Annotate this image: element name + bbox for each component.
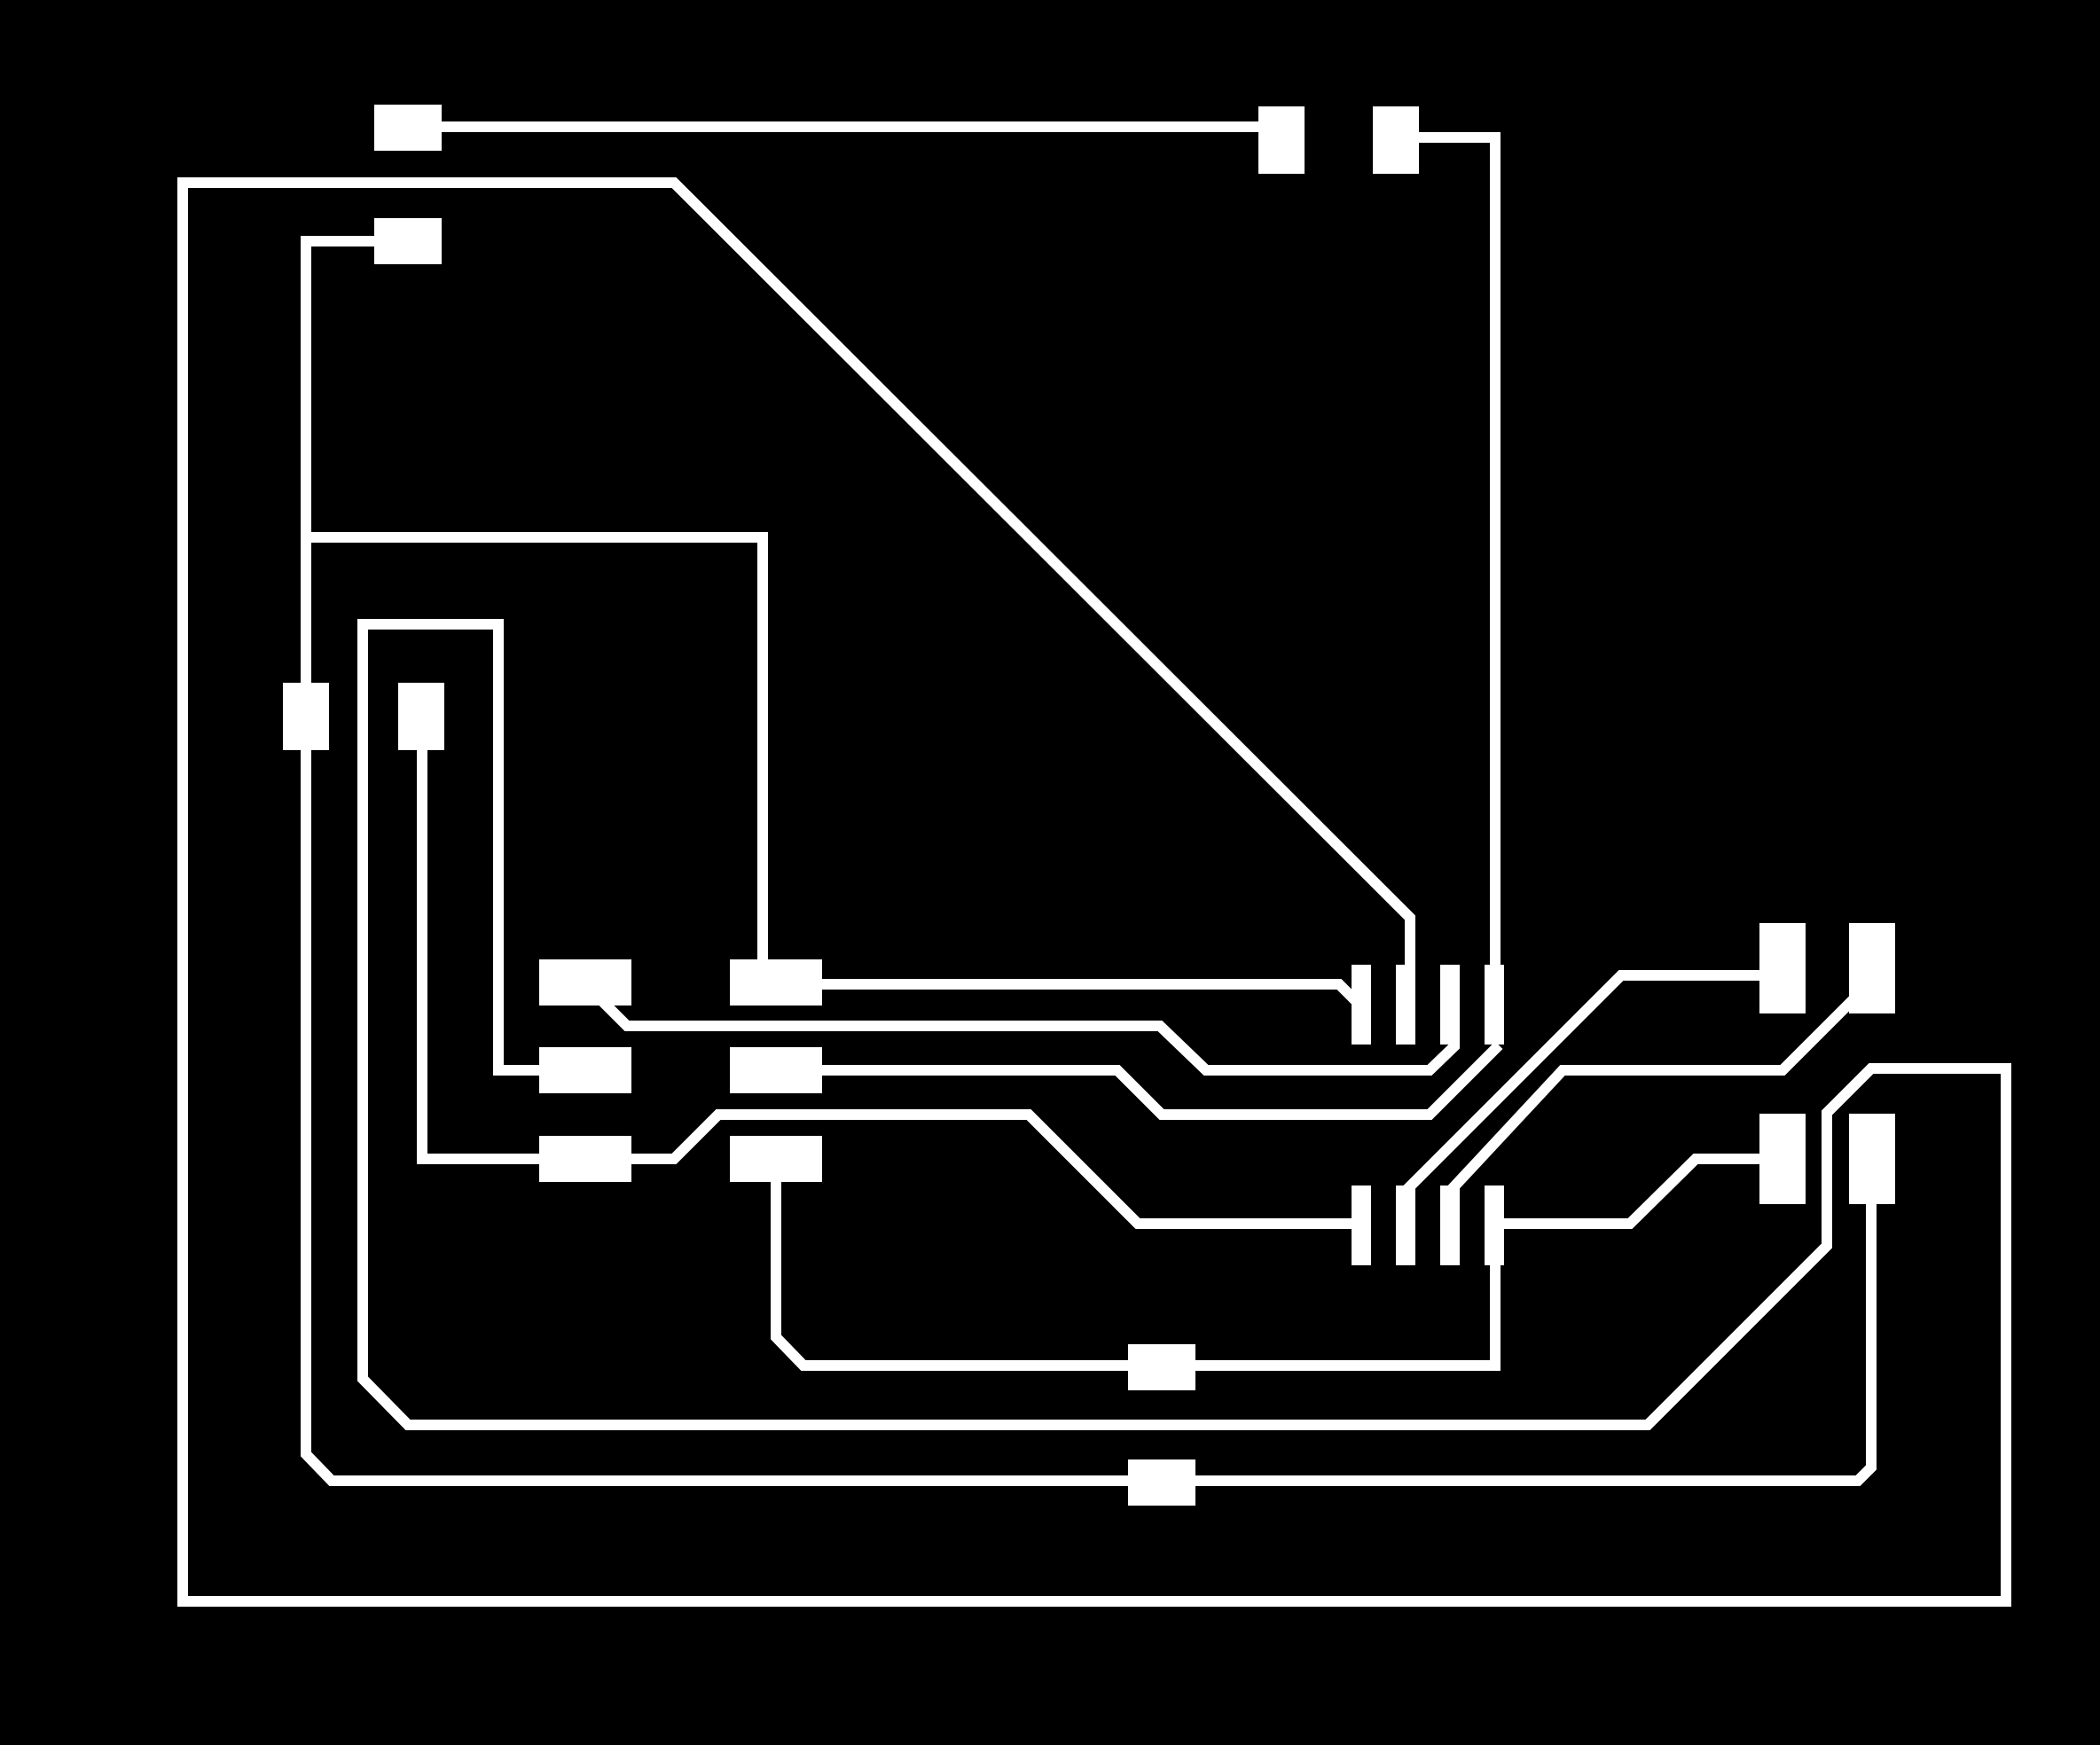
pad-left-column-a xyxy=(283,683,329,750)
ic-pin-lower-1 xyxy=(1352,1186,1371,1265)
ic-pin-lower-3 xyxy=(1440,1186,1460,1265)
pad-right-connector-3 xyxy=(1759,1114,1806,1204)
trace-right-return xyxy=(177,177,2011,1607)
pad-right-connector-4 xyxy=(1849,1114,1895,1204)
pad-right-connector-1 xyxy=(1759,923,1806,1013)
pad-right-connector-2 xyxy=(1849,923,1895,1013)
trace-bottom-resistor xyxy=(771,1165,1501,1371)
trace-inner-loop xyxy=(357,619,551,1076)
ic-pin-lower-4 xyxy=(1485,1186,1504,1265)
pad-left-column-b xyxy=(398,683,444,750)
trace-left-bus xyxy=(301,236,1877,1486)
pad-group xyxy=(283,105,1895,1506)
pad-bottom-resistor-1 xyxy=(1128,1344,1195,1390)
pad-smd-3 xyxy=(539,1047,631,1093)
pad-header-right-a xyxy=(1258,106,1305,174)
trace-cross-branch xyxy=(301,532,768,990)
ic-pin-upper-4 xyxy=(1485,965,1504,1045)
pad-smd-2 xyxy=(730,959,822,1006)
ic-pin-lower-2 xyxy=(1396,1186,1415,1265)
trace-right-vertical xyxy=(1400,132,1501,981)
pad-header-left-top xyxy=(374,105,442,151)
ic-pin-upper-2 xyxy=(1396,965,1415,1045)
ic-pin-upper-1 xyxy=(1352,965,1371,1045)
trace-resistor-column xyxy=(417,731,551,1164)
trace-diagonal-feed xyxy=(591,990,1460,1076)
trace-long-return xyxy=(1446,991,1861,1194)
trace-lower-pin1 xyxy=(615,1109,1367,1229)
pad-header-right-b xyxy=(1373,106,1419,174)
trace-upper-pin4 xyxy=(797,1041,1503,1120)
pad-smd-1 xyxy=(539,959,631,1006)
pad-smd-5 xyxy=(539,1136,631,1182)
trace-outer-loop xyxy=(177,177,1415,981)
trace-mid-right xyxy=(1402,970,1788,1194)
pad-smd-4 xyxy=(730,1047,822,1093)
trace-lower-pin4 xyxy=(1490,1154,1779,1229)
ic-lower-pins xyxy=(1352,1186,1504,1265)
trace-group xyxy=(177,121,2011,1607)
ic-pin-upper-3 xyxy=(1440,965,1460,1045)
pad-bottom-resistor-2 xyxy=(1128,1459,1195,1506)
pad-smd-6 xyxy=(730,1136,822,1182)
ic-upper-pins xyxy=(1352,965,1504,1045)
pad-header-left-second xyxy=(374,218,442,264)
